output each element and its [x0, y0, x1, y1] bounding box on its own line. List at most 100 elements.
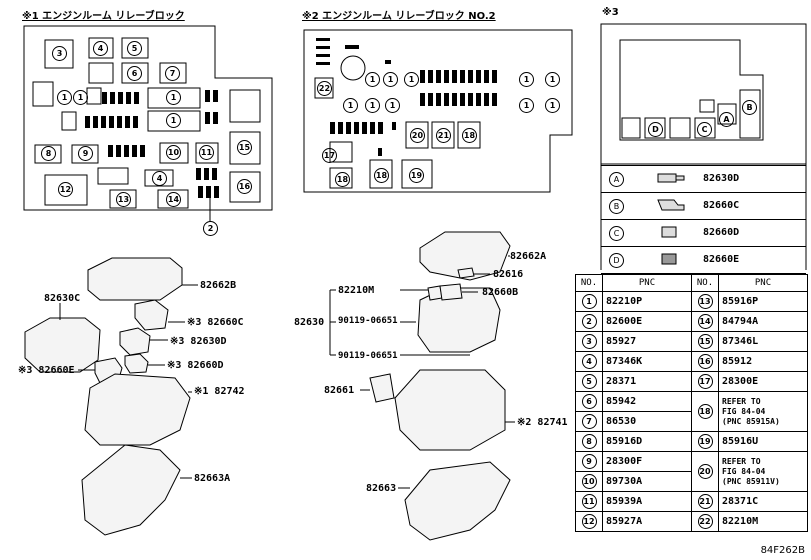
callout-1j: 1	[343, 98, 358, 113]
callout-15: 15	[237, 140, 252, 155]
row-number: 13	[697, 294, 713, 309]
callout-1d: 1	[166, 113, 181, 128]
col-pnc: PNC	[718, 274, 808, 292]
pnc-cell: 87346L	[718, 331, 808, 352]
pnc-cell: 85927A	[602, 511, 692, 532]
no-cell: 6	[575, 391, 603, 412]
callout-13: 13	[116, 192, 131, 207]
callout-a-block: A	[719, 112, 734, 127]
no-cell: 5	[575, 371, 603, 392]
no-cell: 15	[691, 331, 719, 352]
callout-14: 14	[166, 192, 181, 207]
pnc-cell: 82600E	[602, 311, 692, 332]
legend-row: B 82660C	[601, 193, 806, 220]
table-row: 1 82210P 13 85916P	[575, 291, 808, 312]
no-cell: 16	[691, 351, 719, 372]
row-number: 1	[581, 294, 597, 309]
row-number: 3	[581, 334, 597, 349]
part-label: 90119-06651	[338, 316, 398, 326]
pnc-cell: 82210M	[718, 511, 808, 532]
block1-title: ※1 エンジンルーム リレーブロック	[22, 11, 185, 22]
legend-key: C	[609, 226, 624, 241]
callout-22: 22	[317, 81, 332, 96]
part-label: ※3 82660D	[167, 360, 224, 371]
pnc-cell: 86530	[602, 411, 692, 432]
row-number: 5	[581, 374, 597, 389]
callout-1f: 1	[383, 72, 398, 87]
part-label: 82630C	[44, 293, 81, 304]
pnc-cell: 85942	[602, 391, 692, 412]
block2-fuses	[316, 38, 497, 156]
legend-key: A	[609, 172, 624, 187]
callout-5: 5	[127, 41, 142, 56]
callout-4: 4	[93, 41, 108, 56]
row-number: 21	[697, 494, 713, 509]
block3-title: ※3	[602, 7, 619, 18]
pnc-cell: 85916D	[602, 431, 692, 452]
callout-1k: 1	[365, 98, 380, 113]
exploded-parts	[24, 231, 511, 541]
legend-pnc: 82660C	[703, 200, 740, 211]
pnc-cell: 85916P	[718, 291, 808, 312]
pnc-cell: REFER TO FIG 84-04 (PNC 85915A)	[718, 391, 808, 432]
pnc-cell: 28300E	[718, 371, 808, 392]
connector-icon	[661, 253, 677, 265]
part-label: ※2 82741	[517, 417, 568, 428]
row-number: 10	[581, 474, 597, 489]
no-cell: 10	[575, 471, 603, 492]
no-cell: 11	[575, 491, 603, 512]
legend-row: A 82630D	[601, 166, 806, 193]
no-cell: 8	[575, 431, 603, 452]
callout-1e: 1	[365, 72, 380, 87]
part-label: 82660B	[482, 287, 519, 298]
row-number: 9	[581, 454, 597, 469]
part-label: 90119-06651	[338, 351, 398, 361]
callout-18b: 18	[335, 172, 350, 187]
block1-components	[32, 37, 261, 209]
callout-1l: 1	[385, 98, 400, 113]
row-number: 15	[697, 334, 713, 349]
no-cell: 14	[691, 311, 719, 332]
pnc-cell: 82210P	[602, 291, 692, 312]
pnc-cell: 85939A	[602, 491, 692, 512]
no-cell: 7	[575, 411, 603, 432]
part-label: 82663	[366, 483, 397, 494]
figure-code: 84F262B	[760, 545, 805, 556]
row-number: 7	[581, 414, 597, 429]
col-no: NO.	[575, 274, 603, 292]
callout-d-block: D	[648, 122, 663, 137]
col-pnc: PNC	[602, 274, 692, 292]
part-label: 82662A	[510, 251, 547, 262]
no-cell: 1	[575, 291, 603, 312]
table-row: 10 89730A	[575, 471, 808, 492]
row-number: 2	[581, 314, 597, 329]
callout-3: 3	[52, 46, 67, 61]
legend-row: C 82660D	[601, 220, 806, 247]
pnc-cell: 28371C	[718, 491, 808, 512]
row-number: 8	[581, 434, 597, 449]
callout-6: 6	[127, 66, 142, 81]
callout-9: 9	[78, 146, 93, 161]
part-label: ※3 82660E	[18, 365, 75, 376]
no-cell: 18	[691, 391, 719, 432]
row-number: 16	[697, 354, 713, 369]
part-label: ※1 82742	[194, 386, 245, 397]
part-label: ※3 82660C	[187, 317, 244, 328]
connector-icon	[657, 173, 685, 183]
legend-key: D	[609, 253, 624, 268]
callout-17: 17	[322, 148, 337, 163]
col-no: NO.	[691, 274, 719, 292]
callout-11: 11	[199, 145, 214, 160]
callout-1g: 1	[404, 72, 419, 87]
pnc-cell: 89730A	[602, 471, 692, 492]
row-number: 18	[697, 404, 713, 419]
pnc-cell: 85916U	[718, 431, 808, 452]
callout-2: 2	[203, 221, 218, 236]
no-cell: 19	[691, 431, 719, 452]
connector-icon	[657, 199, 685, 211]
no-cell: 22	[691, 511, 719, 532]
